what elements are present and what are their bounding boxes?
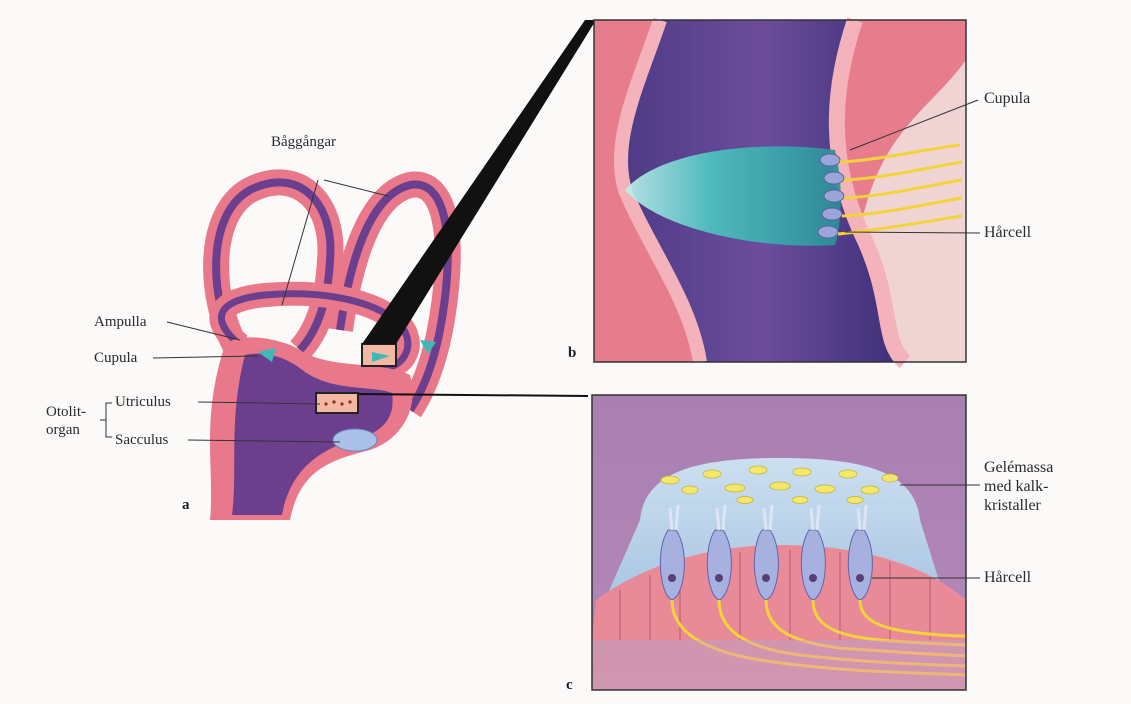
label-sacculus: Sacculus [115, 431, 168, 449]
label-harcell-b: Hårcell [984, 223, 1031, 242]
label-otolit: Otolit- [46, 403, 86, 421]
label-harcell-c: Hårcell [984, 568, 1031, 587]
label-utriculus: Utriculus [115, 393, 171, 411]
label-cupula-b: Cupula [984, 89, 1030, 108]
panel-letter-b: b [568, 345, 576, 362]
label-organ: organ [46, 421, 80, 439]
panel-b-drawing [594, 20, 966, 362]
panel-c-drawing [592, 395, 966, 690]
label-gelemassa-3: kristaller [984, 496, 1041, 515]
labyrinth-drawing [210, 182, 448, 520]
panel-letter-a: a [182, 497, 190, 514]
saccule [333, 429, 377, 451]
label-gelemassa-2: med kalk- [984, 477, 1048, 496]
utricle-highlight [316, 393, 358, 413]
label-cupula-a: Cupula [94, 349, 137, 367]
label-gelemassa-1: Gelémassa [984, 458, 1053, 477]
label-ampulla: Ampulla [94, 313, 147, 331]
panel-letter-c: c [566, 677, 573, 694]
label-baggangar: Båggångar [271, 133, 336, 151]
